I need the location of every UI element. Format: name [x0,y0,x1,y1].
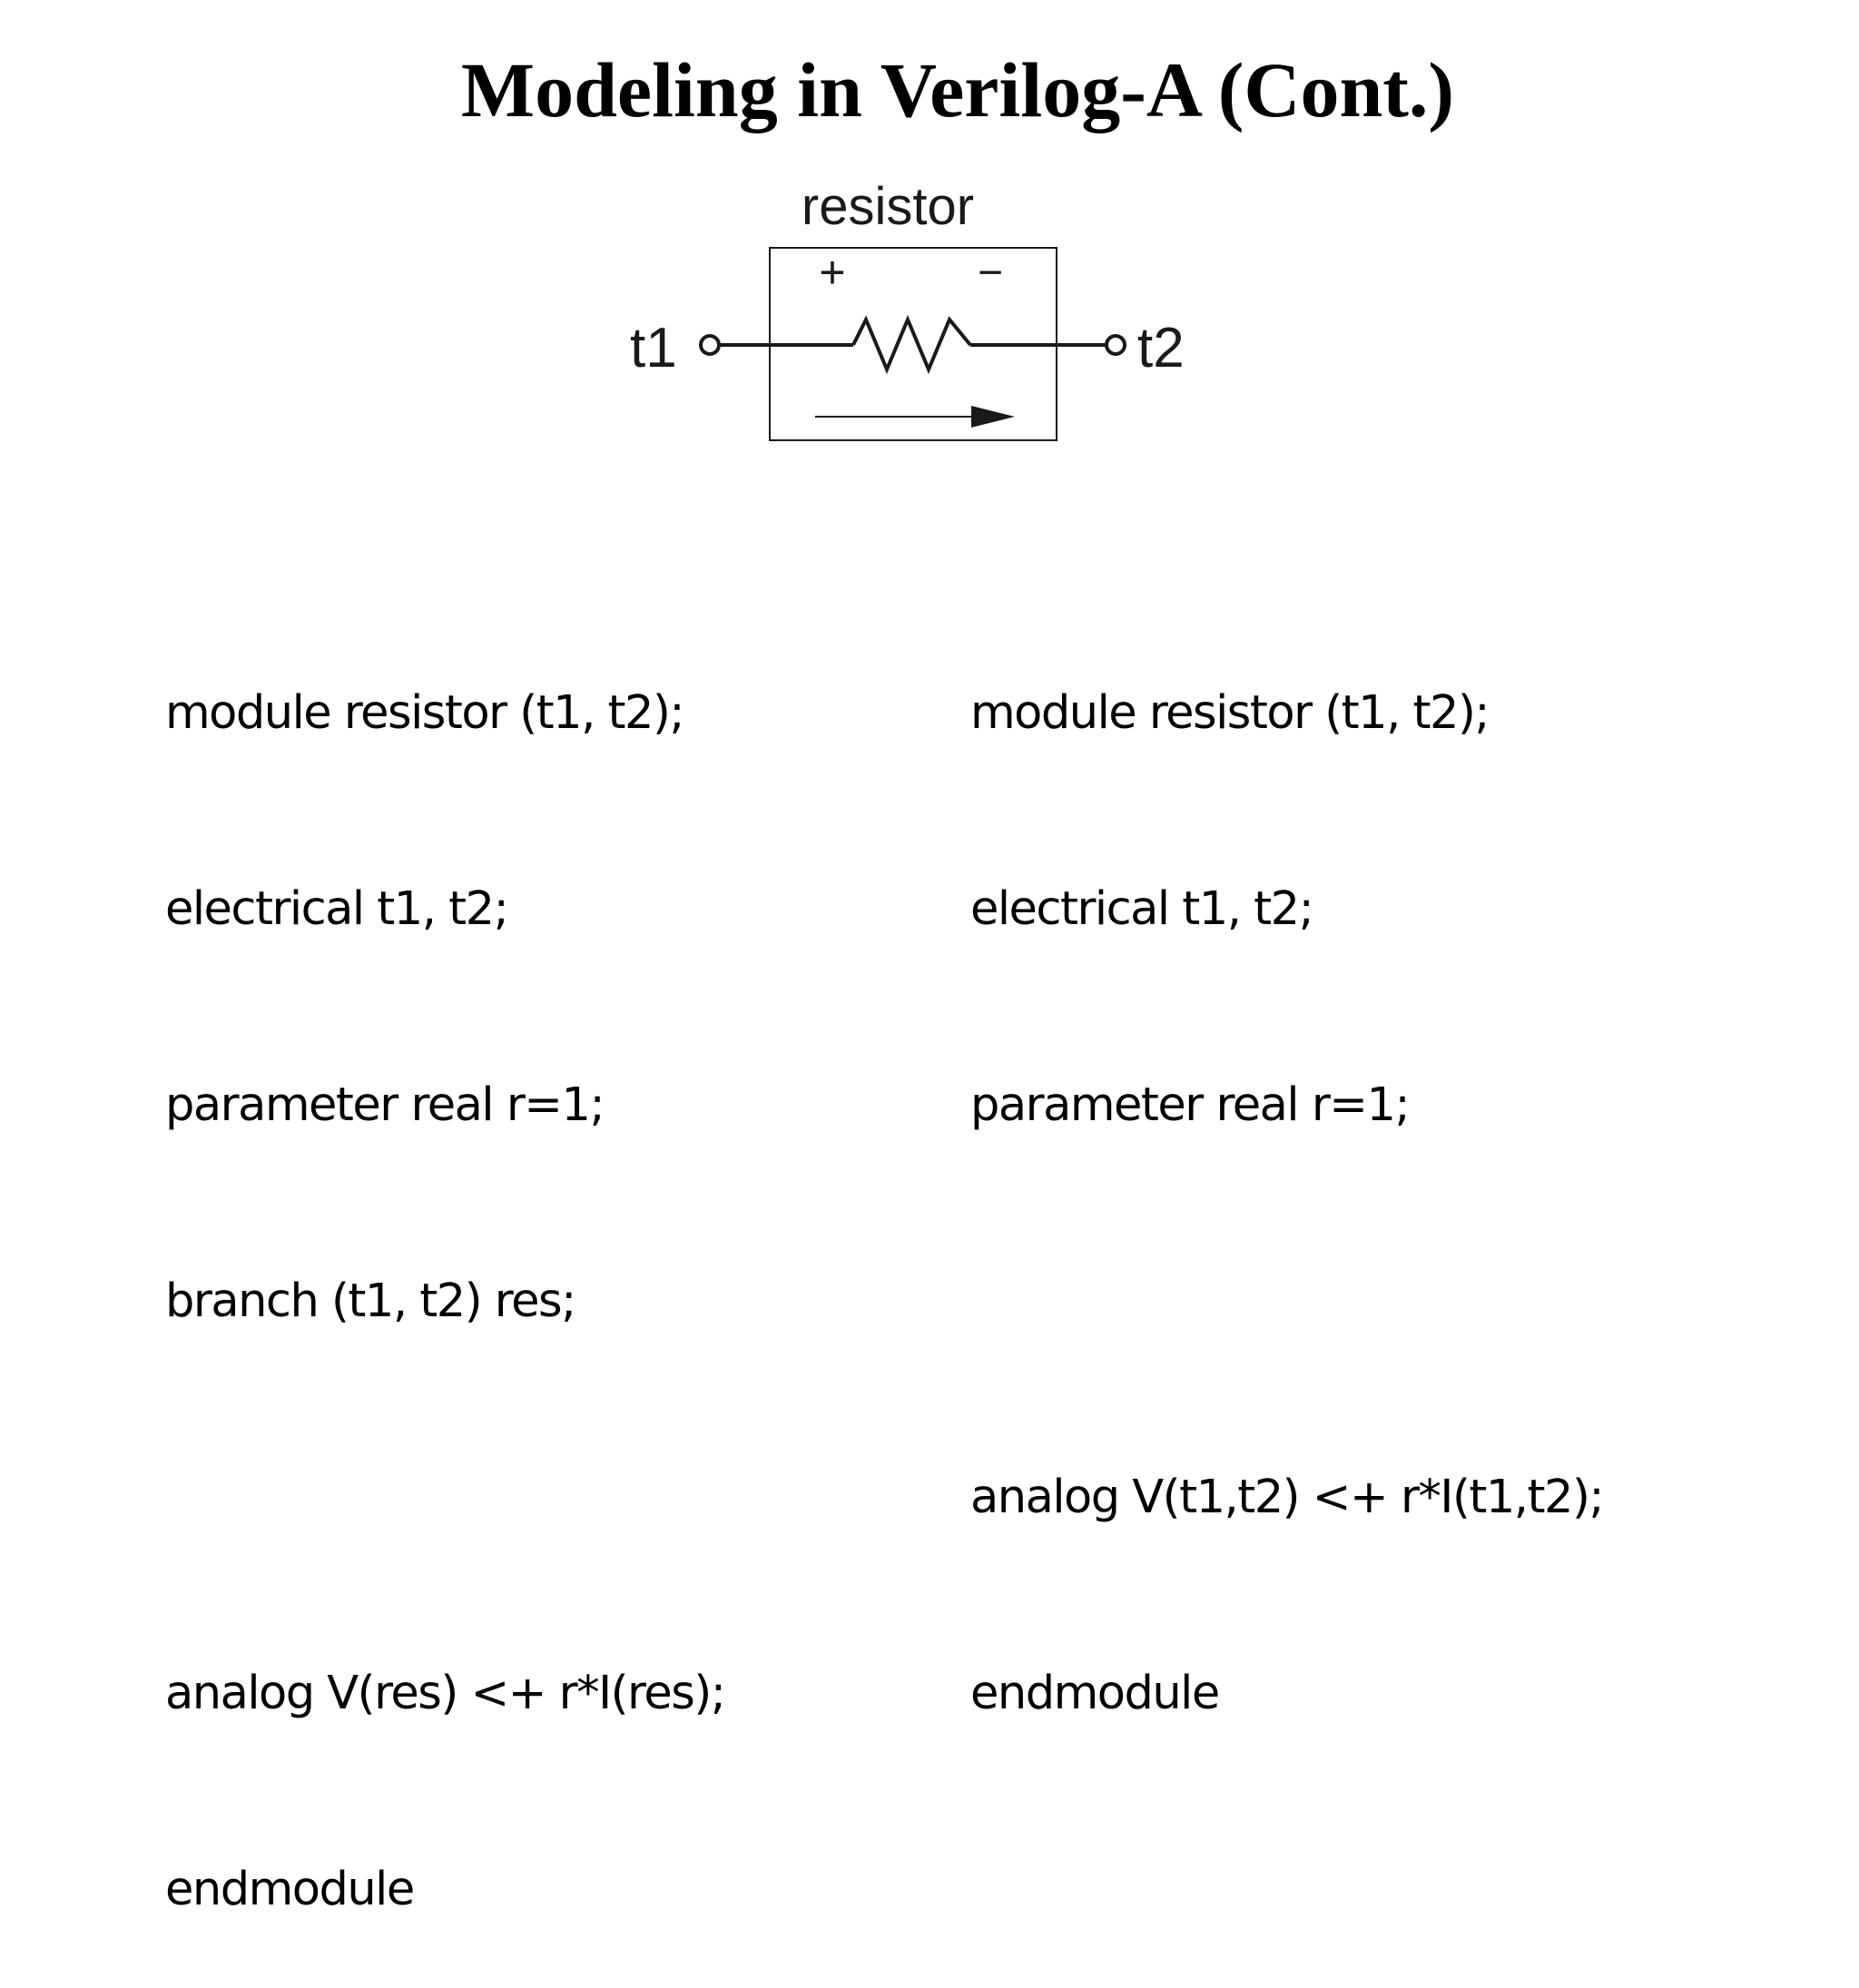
code-line: module resistor (t1, t2); [970,686,1490,740]
code-line: analog V(res) <+ r*I(res); [165,1667,726,1720]
terminal-t1 [699,334,721,356]
terminal-t2-label: t2 [1137,317,1185,379]
code-line: electrical t1, t2; [970,882,1314,936]
code-line: parameter real r=1; [165,1078,605,1132]
current-arrow-head [971,406,1015,428]
component-label: resistor [802,177,974,236]
code-line: endmodule [970,1667,1220,1720]
code-block-without-branch: module resistor (t1, t2); electrical t1,… [970,550,1605,1792]
minus-sign: − [978,249,1003,297]
terminal-t1-label: t1 [630,317,677,379]
terminal-t2 [1105,334,1126,356]
code-line: branch (t1, t2) res; [165,1274,576,1328]
code-line [970,1269,1603,1334]
plus-sign: + [819,247,845,298]
code-line: endmodule [165,1863,415,1916]
code-line: electrical t1, t2; [165,882,509,936]
code-block-with-branch: module resistor (t1, t2); electrical t1,… [165,550,726,1988]
code-line: module resistor (t1, t2); [165,686,685,740]
code-line [165,1465,724,1530]
resistor-diagram: resistor + − t1 t2 [630,177,1185,441]
resistor-zigzag [851,314,972,375]
code-line: parameter real r=1; [970,1078,1411,1132]
slide-title: Modeling in Verilog-A (Cont.) [460,46,1455,133]
code-line: analog V(t1,t2) <+ r*I(t1,t2); [970,1471,1605,1524]
